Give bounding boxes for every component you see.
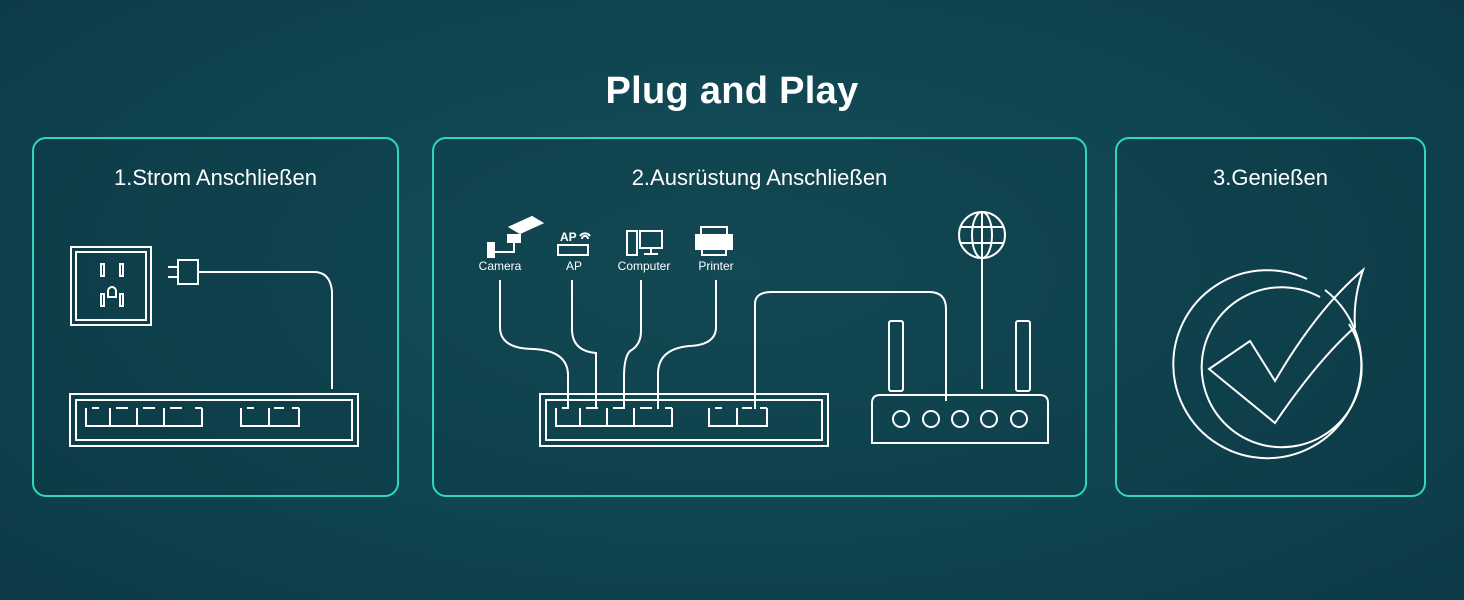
step-power-panel: 1.Strom Anschließen	[32, 137, 399, 497]
ap-icon-text: AP	[560, 230, 577, 244]
wall-socket-icon	[70, 246, 152, 326]
step-equipment-title: 2.Ausrüstung Anschließen	[631, 165, 888, 190]
network-switch-icon	[539, 393, 829, 447]
step-enjoy-panel: 3.Genießen	[1115, 137, 1426, 497]
camera-label: Camera	[479, 259, 522, 273]
page-title: Plug and Play	[605, 70, 859, 112]
step-enjoy-title: 3.Genießen	[1213, 165, 1328, 190]
power-connection-diagram	[69, 246, 359, 447]
checkmark-icon	[1172, 266, 1366, 460]
step-equipment-panel: 2.Ausrüstung Anschließen	[432, 137, 1087, 497]
ap-label: AP	[566, 259, 582, 273]
step-power-title: 1.Strom Anschließen	[114, 165, 317, 190]
power-plug-icon	[168, 259, 333, 389]
security-camera-icon	[487, 215, 545, 258]
printer-label: Printer	[698, 259, 733, 273]
equipment-connection-diagram: AP Camera AP Computer Printer	[479, 211, 1049, 447]
router-icon	[871, 320, 1049, 444]
internet-globe-icon	[958, 211, 1006, 389]
access-point-icon	[557, 232, 591, 256]
computer-label: Computer	[618, 259, 671, 273]
printer-icon	[695, 226, 733, 256]
network-switch-icon	[69, 393, 359, 447]
computer-icon	[626, 230, 663, 256]
